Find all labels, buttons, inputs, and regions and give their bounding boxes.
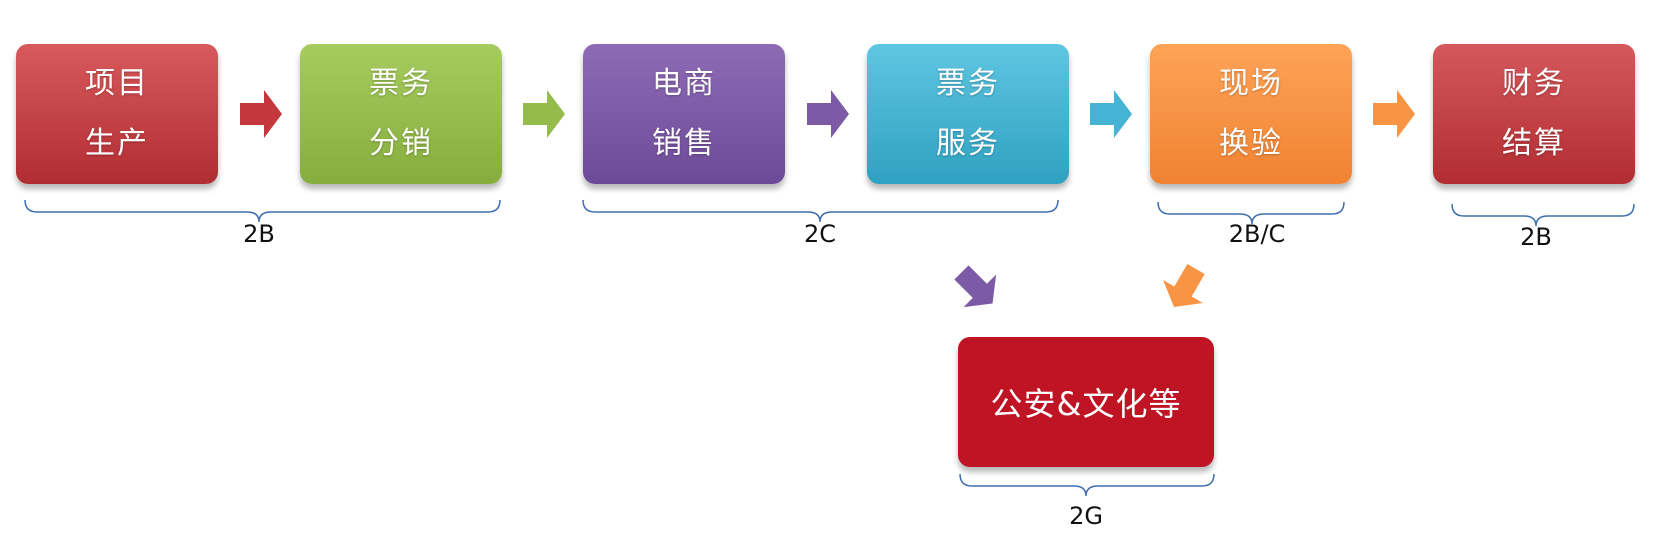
arrow-down-left-icon bbox=[1163, 263, 1205, 308]
group-bracket-2b bbox=[24, 199, 501, 223]
arrow-right-icon bbox=[1090, 90, 1132, 138]
stage-label-line1: 现场 bbox=[1219, 66, 1283, 101]
group-label-2c: 2C bbox=[803, 220, 837, 248]
stage-label-line1: 票务 bbox=[369, 66, 433, 101]
group-label-2bc: 2B/C bbox=[1228, 220, 1286, 248]
group-label-2b: 2B bbox=[243, 220, 275, 248]
stage-label-line2: 生产 bbox=[85, 126, 149, 161]
stage-ecommerce-sales: 电商 销售 bbox=[583, 44, 785, 184]
group-label-2b-finance: 2B bbox=[1520, 223, 1552, 251]
stage-financial-settlement: 财务 结算 bbox=[1433, 44, 1635, 184]
arrow-right-icon bbox=[523, 90, 565, 138]
stage-label-line1: 项目 bbox=[85, 66, 149, 101]
stage-label-line1: 票务 bbox=[936, 66, 1000, 101]
group-bracket-2g bbox=[959, 473, 1215, 497]
stage-ticket-distribution: 票务 分销 bbox=[300, 44, 502, 184]
government-label: 公安&文化等 bbox=[990, 385, 1182, 423]
stage-project-production: 项目 生产 bbox=[16, 44, 218, 184]
group-label-2g: 2G bbox=[1069, 502, 1103, 530]
stage-label-line1: 财务 bbox=[1502, 66, 1566, 101]
stage-label-line2: 结算 bbox=[1502, 126, 1566, 161]
arrow-down-right-icon bbox=[954, 265, 997, 308]
stage-government: 公安&文化等 bbox=[958, 337, 1214, 467]
arrow-right-icon bbox=[240, 90, 282, 138]
stage-label-line2: 换验 bbox=[1219, 126, 1283, 161]
stage-label-line2: 服务 bbox=[936, 126, 1000, 161]
arrow-right-icon bbox=[1373, 90, 1415, 138]
stage-label-line2: 分销 bbox=[369, 126, 433, 161]
stage-label-line2: 销售 bbox=[652, 126, 716, 161]
group-bracket-2c bbox=[582, 199, 1059, 223]
stage-label-line1: 电商 bbox=[652, 66, 716, 101]
stage-ticket-service: 票务 服务 bbox=[867, 44, 1069, 184]
arrow-right-icon bbox=[807, 90, 849, 138]
stage-onsite-check-in: 现场 换验 bbox=[1150, 44, 1352, 184]
